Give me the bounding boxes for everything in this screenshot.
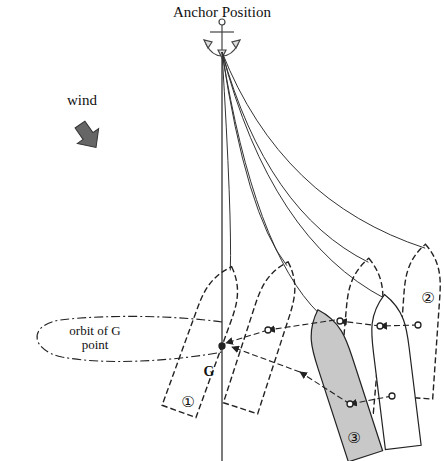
trajectory-arrow bbox=[350, 396, 392, 404]
g-point-dot bbox=[389, 393, 395, 399]
g-trajectory bbox=[219, 318, 421, 407]
orbit-label: orbit of G point bbox=[56, 324, 134, 353]
g-point-dot bbox=[415, 322, 421, 328]
anchor-chain bbox=[222, 52, 425, 248]
ship-hull bbox=[223, 256, 305, 414]
trajectory-arrow bbox=[226, 330, 268, 343]
ship-hull bbox=[301, 304, 383, 461]
callout-number: ① bbox=[181, 394, 194, 411]
anchor-chains bbox=[222, 52, 425, 314]
g-label: G bbox=[204, 364, 215, 379]
trajectory-arrow bbox=[300, 372, 350, 404]
trajectory-arrow bbox=[232, 347, 300, 372]
callout-number: ③ bbox=[347, 430, 360, 447]
anchor-chain bbox=[222, 52, 231, 270]
trajectory-arrow bbox=[380, 325, 418, 326]
trajectory-arrow bbox=[268, 320, 335, 330]
anchor-chain bbox=[222, 52, 319, 314]
center-line bbox=[221, 58, 222, 461]
callout-number: ② bbox=[421, 290, 434, 307]
wind-arrow bbox=[69, 117, 106, 155]
trajectory-arrow bbox=[340, 321, 380, 326]
ships bbox=[162, 243, 443, 461]
g-point-dot bbox=[347, 401, 353, 407]
orbit-line bbox=[37, 316, 222, 361]
anchor-chain bbox=[222, 52, 385, 299]
g-point-dot bbox=[265, 327, 271, 333]
g-point-dot bbox=[219, 343, 225, 349]
wind-label: wind bbox=[67, 92, 97, 109]
g-point-dot bbox=[337, 318, 343, 324]
title-label: Anchor Position bbox=[173, 4, 271, 21]
g-point-dot bbox=[377, 323, 383, 329]
ship-hull bbox=[162, 261, 249, 418]
